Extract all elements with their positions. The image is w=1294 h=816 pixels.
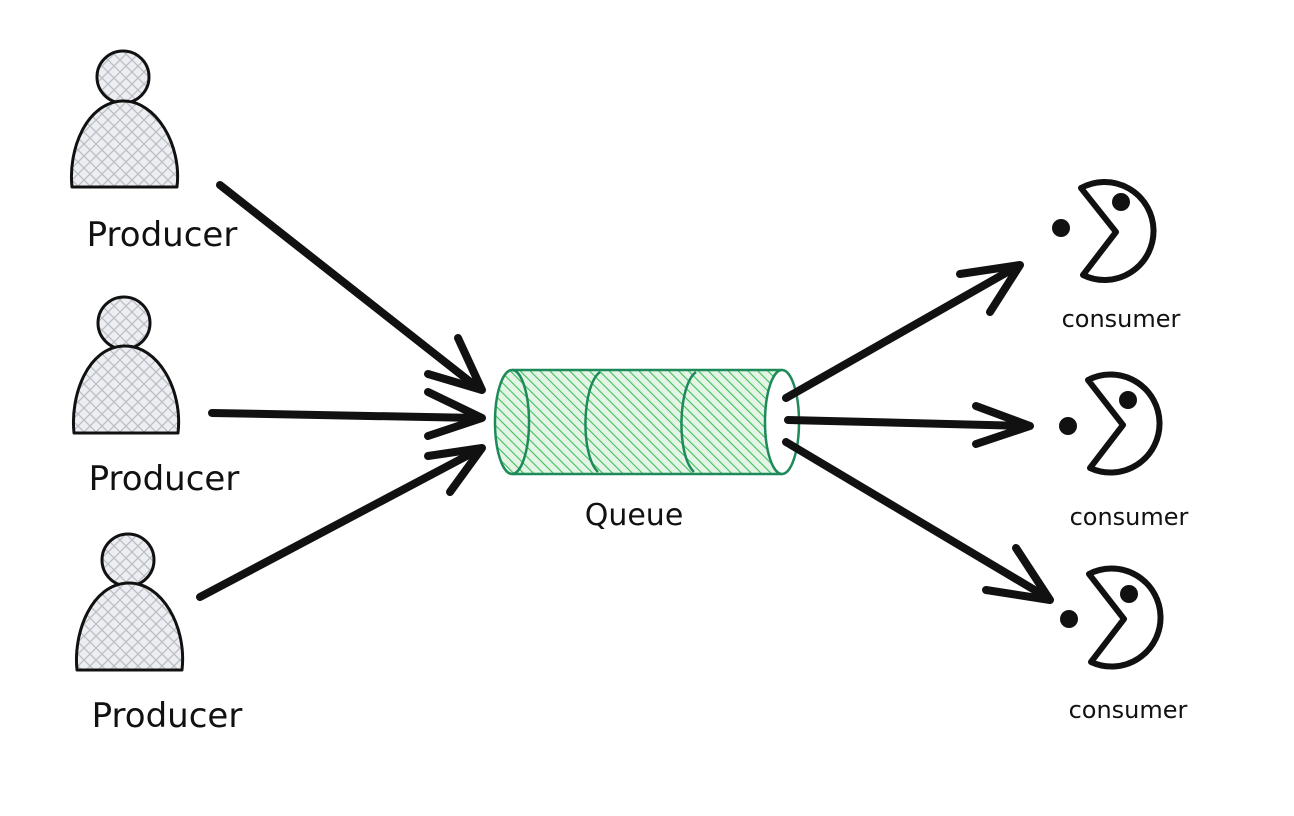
producer-label: Producer <box>92 696 243 736</box>
pacman-icon <box>1059 371 1163 476</box>
arrow-queue-to-consumer-2 <box>784 402 1034 448</box>
producer-2: Producer <box>71 295 240 499</box>
pacman-icon <box>1060 565 1164 670</box>
consumer-2: consumer <box>1059 371 1189 531</box>
arrow-producer-2-to-queue <box>208 388 486 440</box>
person-icon <box>69 49 180 189</box>
pacman-icon <box>1052 179 1157 283</box>
producer-arrows <box>196 181 486 601</box>
person-icon <box>71 295 181 435</box>
queue-label: Queue <box>585 498 684 533</box>
person-icon <box>74 532 185 672</box>
producer-1: Producer <box>69 49 238 255</box>
producer-label: Producer <box>87 215 238 255</box>
queue-icon <box>493 368 801 476</box>
producer-label: Producer <box>89 459 240 499</box>
consumer-label: consumer <box>1062 305 1181 333</box>
arrow-queue-to-consumer-3 <box>782 438 1054 604</box>
consumer-1: consumer <box>1052 179 1181 333</box>
consumer-label: consumer <box>1069 696 1188 724</box>
consumer-arrows <box>782 261 1054 604</box>
queue: Queue <box>493 368 801 533</box>
arrow-producer-3-to-queue <box>196 444 486 601</box>
consumer-label: consumer <box>1070 503 1189 531</box>
consumer-3: consumer <box>1060 565 1188 724</box>
arrow-producer-1-to-queue <box>216 181 486 394</box>
producer-3: Producer <box>74 532 243 736</box>
arrow-queue-to-consumer-1 <box>782 261 1024 402</box>
